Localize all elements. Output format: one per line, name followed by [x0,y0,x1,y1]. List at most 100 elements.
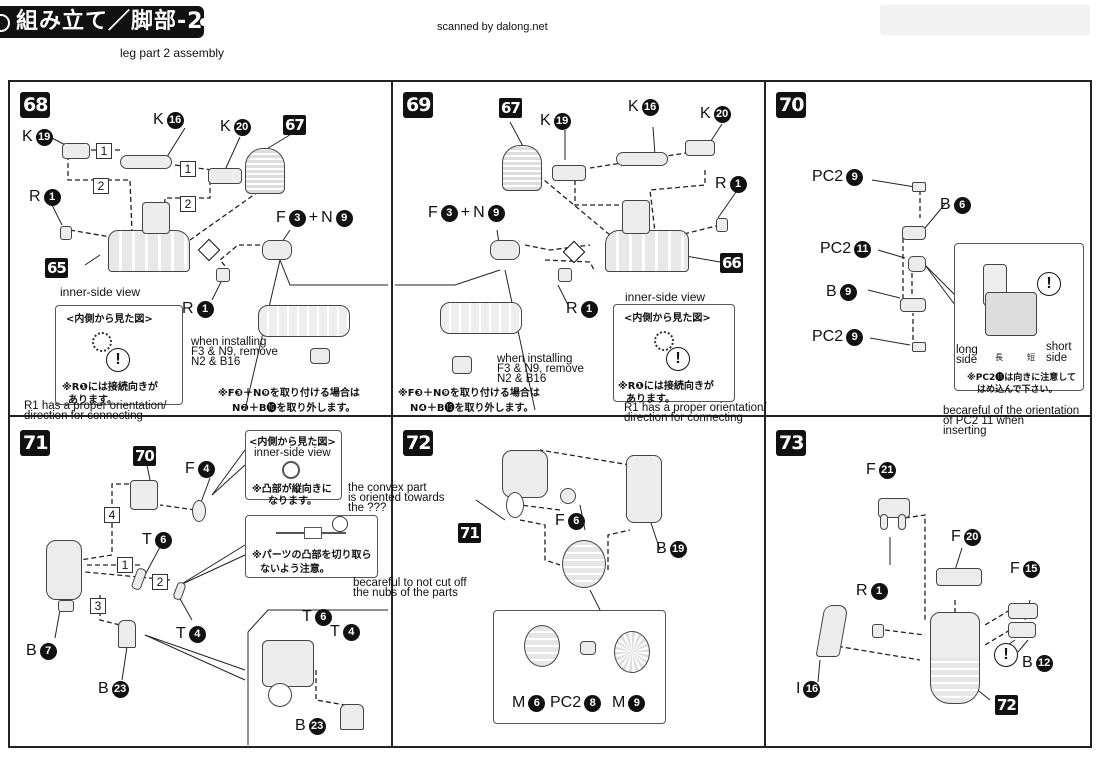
part-65-upper-illustration [142,202,170,234]
part-f21-illustration [878,498,910,518]
nub-note-en-2: the nubs of the parts [353,587,458,599]
remove-note-en-1: when installing [497,353,573,365]
part-number-badge: 1 [43,188,61,206]
part-f3-illustration [262,240,292,260]
part-66-illustration [605,230,689,272]
part-number-badge: 1 [870,582,888,600]
remove-note-en-3: N2 & B16 [191,356,241,368]
runner-gate-icon [304,527,322,539]
part-pc2-9-illustration [912,342,926,352]
part-number-badge: 23 [111,680,129,698]
part-number-badge: 9 [846,168,864,186]
part-leg-frame-illustration [46,540,82,600]
warning-icon: ! [994,643,1018,667]
part-number-badge: 23 [308,717,326,735]
ref-step-67: 67 [499,98,522,118]
inner-note-en-1: R1 has a proper orientation/ [624,402,767,414]
ref-step-66: 66 [720,253,743,273]
inner-view-caption-en: inner-side view [625,290,706,304]
long-side-label: long side [956,344,978,366]
part-number-badge: 20 [713,105,731,123]
inset-assembly-illustration [258,305,350,337]
inner-view-caption-en: inner-side view [60,285,141,299]
inset-part-illustration [310,348,330,364]
part-number-badge: 19 [553,112,571,130]
part-number-badge: 4 [342,623,360,641]
part-71-illustration [502,450,548,498]
part-f21-leg-illustration [898,514,906,530]
remove-note-en-3: N2 & B16 [497,373,547,385]
inner-note-en-2: direction for connecting [624,412,743,424]
inner-note-en-2: direction for connecting [24,410,143,422]
part-k19-illustration [552,165,586,181]
part-k20-illustration [208,168,242,184]
part-f21-leg-illustration [880,514,888,530]
part-number-badge: 6 [314,608,332,626]
scan-credit: scanned by dalong.net [437,21,548,33]
part-k20-illustration [685,140,715,156]
part-m6-illustration [524,625,560,667]
part-k16-illustration [120,155,172,169]
part-number-badge: 15 [1022,560,1040,578]
faded-header-decoration [880,5,1090,35]
order-marker: 3 [90,598,106,614]
part-70-illustration [130,480,158,510]
part-66-upper-illustration [622,200,650,234]
ref-step-72: 72 [995,695,1018,715]
part-b12-illustration [1008,622,1036,638]
part-number-badge: 11 [854,240,872,258]
part-f15-illustration [1008,603,1038,619]
part-number-badge: 7 [39,642,57,660]
part-number-badge: 9 [846,328,864,346]
part-65-illustration [108,230,190,272]
pc2-11-detail-body [985,292,1037,336]
part-number-badge: 20 [963,528,981,546]
step-number-73: 73 [776,430,807,456]
part-b7-illustration [58,600,74,612]
orientation-note-en-2: of PC2 11 when [943,415,1024,427]
convex-note-en-2: is oriented towards [348,492,445,504]
inner-view-note-box: <内側から見た図> ! ※R❶には接続向きが あります。 [613,304,735,405]
part-number-badge: 6 [567,512,585,530]
part-k16-illustration [616,152,668,166]
part-number-badge: 1 [196,300,214,318]
inner-view-note-box: <内側から見た図> ! ※R❶には接続向きが あります。 [55,305,183,406]
part-number-badge: 12 [1035,654,1053,672]
short-side-label: short side [1046,341,1072,364]
part-drum-illustration [562,540,606,588]
ref-step-65: 65 [45,258,68,278]
ring-icon [654,331,674,351]
remove-note-jp-2: N❹＋B⓯を取り外します。 [410,403,534,414]
remove-note-jp-1: ※F❸＋N❾を取り付ける場合は [218,388,360,399]
nub-note-en-1: becareful to not cut off [353,577,467,589]
step-number-69: 69 [403,92,434,118]
part-72-assembly-illustration [930,612,980,704]
part-f6-illustration [560,488,576,504]
inset-assembly-illustration [262,640,314,687]
remove-note-jp-1: ※F❸＋N❾を取り付ける場合は [398,388,540,399]
part-number-badge: 4 [197,460,215,478]
orientation-detail-box: ! 長 短 ※PC2⓫は向きに注意して はめ込んで下さい。 [954,243,1084,395]
part-r1-illustration [60,226,72,240]
part-b9-illustration [900,298,926,312]
order-marker: 4 [104,507,120,523]
inner-view-note-box: <内側から見た図> inner-side view ※凸部が縦向きに なります。 [245,430,342,507]
